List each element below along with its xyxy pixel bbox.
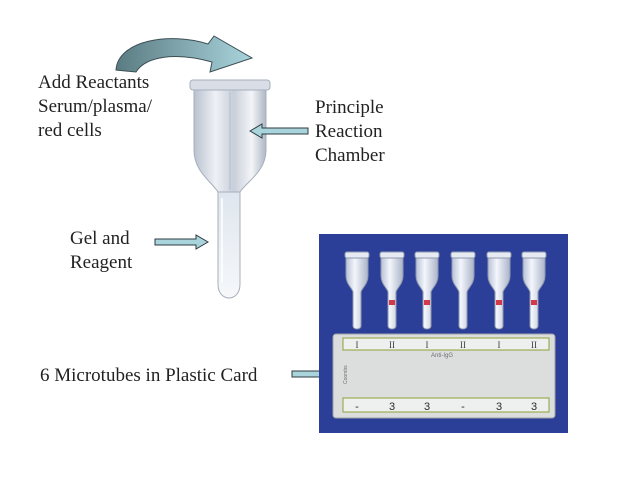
red-cell-band [531, 300, 537, 305]
card-bottom-mark: 3 [496, 401, 502, 413]
gel-line-2: Reagent [70, 252, 133, 273]
microtube [450, 251, 476, 330]
card-bottom-mark: - [461, 401, 465, 413]
add-reactants-label: Add Reactants Serum/plasma/ red cells [38, 71, 152, 143]
microtubes-text: 6 Microtubes in Plastic Card [40, 365, 258, 386]
card-top-mark: I [498, 340, 501, 350]
principle-line-2: Reaction [315, 121, 383, 142]
microtube [521, 251, 547, 330]
card-top-mark: I [356, 340, 359, 350]
card-bottom-mark: 3 [424, 401, 430, 413]
card-bottom-mark: 3 [389, 401, 395, 413]
red-cell-band [389, 300, 395, 305]
card-top-mark: II [460, 340, 466, 350]
gel-line-1: Gel and [70, 228, 130, 249]
add-reactants-line-3: red cells [38, 120, 102, 141]
add-reactants-line-1: Add Reactants [38, 72, 150, 93]
card-top-mark: I [426, 340, 429, 350]
microtube [414, 251, 440, 330]
card-top-mark: II [531, 340, 537, 350]
principle-line-3: Chamber [315, 145, 385, 166]
card-title: Anti-IgG [431, 353, 453, 359]
microtube-row [344, 251, 547, 330]
card-side-text: Coombs [343, 365, 349, 384]
red-cell-band [424, 300, 430, 305]
add-reactants-line-2: Serum/plasma/ [38, 96, 152, 117]
microtube [344, 251, 370, 330]
card-top-mark: II [389, 340, 395, 350]
principle-chamber-label: Principle Reaction Chamber [315, 96, 385, 168]
red-cell-band [496, 300, 502, 305]
card-bottom-mark: - [355, 401, 359, 413]
card-bottom-mark: 3 [531, 401, 537, 413]
gel-reagent-label: Gel and Reagent [70, 227, 132, 275]
microtubes-label: 6 Microtubes in Plastic Card [40, 364, 257, 388]
microtube [486, 251, 512, 330]
microtube [379, 251, 405, 330]
principle-line-1: Principle [315, 97, 384, 118]
